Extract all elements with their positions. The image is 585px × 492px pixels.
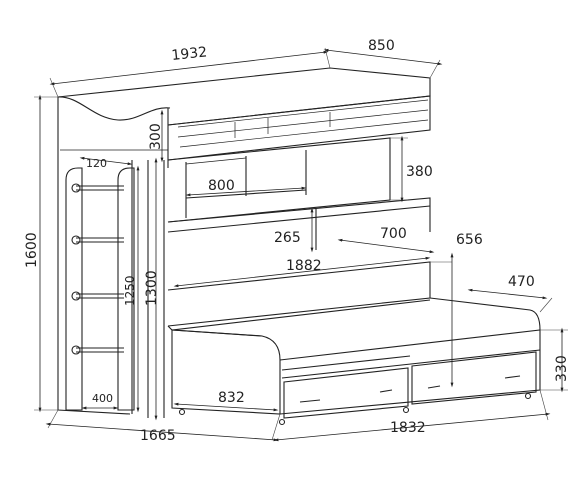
dimension-lines <box>34 47 568 442</box>
dim-ladder-base: 400 <box>92 392 113 405</box>
shelf-unit <box>167 137 431 250</box>
dim-ladder-step: 120 <box>86 157 107 170</box>
dimension-labels: 1932 850 300 380 800 120 1600 1250 1300 … <box>24 38 570 444</box>
dim-side-height: 1300 <box>144 270 160 306</box>
dim-ladder-height: 1250 <box>123 275 137 306</box>
dim-upper-rail: 300 <box>148 123 164 150</box>
dim-total-height: 1600 <box>24 232 40 268</box>
dim-shelf-height: 380 <box>406 164 433 180</box>
dim-top-length: 1932 <box>171 44 208 64</box>
dim-left-depth: 1665 <box>140 428 176 444</box>
dim-drawer-height: 330 <box>554 355 570 382</box>
dim-lower-bed-depth: 700 <box>380 226 407 242</box>
dim-shelf-width: 800 <box>208 178 235 194</box>
dim-lower-depth-right: 656 <box>456 232 483 248</box>
drawers <box>283 351 537 419</box>
dim-right-end-top: 470 <box>508 274 535 290</box>
dim-gap-height: 265 <box>274 230 301 246</box>
ladder-rungs <box>71 183 124 355</box>
dim-lower-bed-length: 1882 <box>286 258 322 274</box>
dim-front-panel: 832 <box>218 390 245 406</box>
dim-bottom-length: 1832 <box>390 420 426 436</box>
dim-top-depth: 850 <box>368 38 395 54</box>
